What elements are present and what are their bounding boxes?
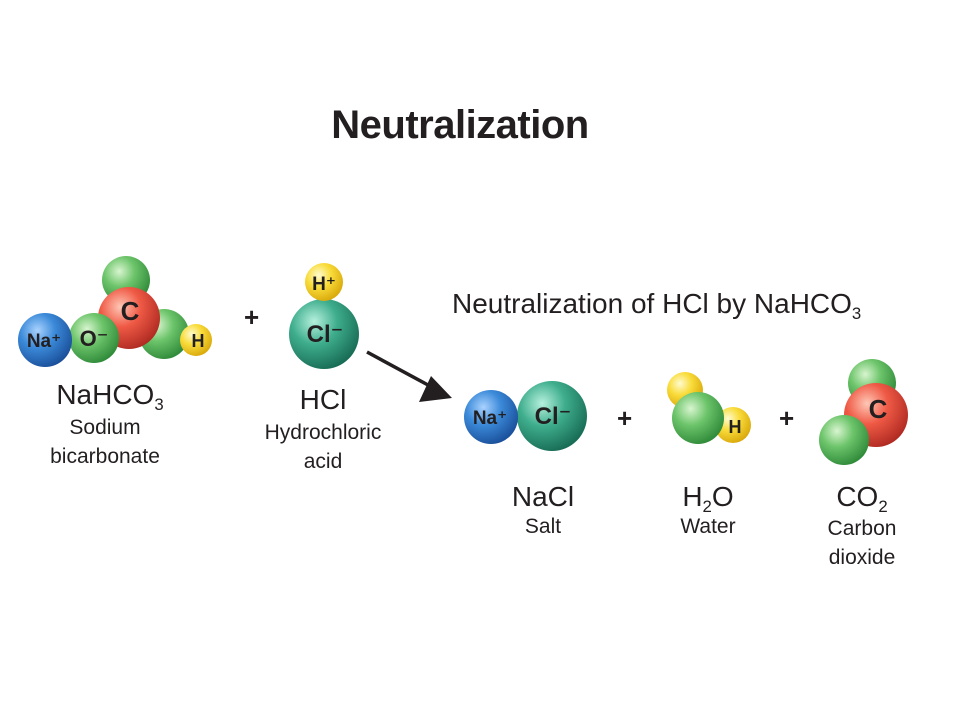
hydrochloric-acid-molecule: H⁺ Cl⁻ bbox=[289, 263, 359, 369]
formula-main: NaHCO bbox=[56, 379, 155, 410]
water-molecule: H bbox=[667, 372, 751, 444]
diagram-subtitle: Neutralization of HCl by NaHCO3 bbox=[452, 288, 862, 323]
sodium-bicarbonate-formula: NaHCO3 bbox=[20, 379, 200, 413]
hydrogen-ion-atom bbox=[305, 263, 343, 301]
diagram-title: Neutralization bbox=[331, 103, 589, 147]
formula-subscript: 3 bbox=[154, 394, 164, 414]
water-formula: H2O bbox=[618, 481, 798, 515]
plus-sign-reactants: + bbox=[244, 302, 260, 332]
hydrogen-atom-right bbox=[715, 407, 751, 443]
oxygen-ion-atom bbox=[69, 313, 119, 363]
name-line-1: Sodium bbox=[69, 416, 141, 439]
carbon-dioxide-name: Carbon dioxide bbox=[762, 514, 960, 572]
salt-formula: NaCl bbox=[511, 481, 575, 512]
chlorine-ion-atom bbox=[289, 299, 359, 369]
formula-main: CO bbox=[836, 481, 879, 512]
sodium-ion-atom bbox=[18, 313, 72, 367]
hydrogen-atom bbox=[180, 324, 212, 356]
hydrochloric-acid-formula: HCl bbox=[299, 384, 347, 415]
subtitle-subscript: 3 bbox=[851, 303, 862, 323]
plus-sign-salt-water: + bbox=[617, 403, 633, 433]
sodium-bicarbonate-name: Sodium bicarbonate bbox=[0, 413, 210, 471]
name-line-2: bicarbonate bbox=[50, 445, 160, 468]
sodium-bicarbonate-molecule: H C O⁻ Na⁺ bbox=[18, 256, 212, 367]
reaction-arrow bbox=[366, 350, 452, 402]
formula-subscript: 2 bbox=[878, 496, 888, 516]
salt-molecule: Na⁺ Cl⁻ bbox=[464, 381, 587, 451]
sodium-ion-label: Na⁺ bbox=[473, 408, 507, 429]
sodium-ion-label: Na⁺ bbox=[27, 331, 61, 352]
hydrogen-atom-label: H bbox=[729, 417, 742, 437]
hydrogen-ion-label: H⁺ bbox=[312, 274, 336, 295]
formula-o: O bbox=[711, 481, 734, 512]
name-line-2: acid bbox=[303, 450, 343, 473]
name-line-1: Hydrochloric bbox=[264, 421, 382, 444]
water-name: Water bbox=[680, 515, 736, 538]
formula-subscript: 2 bbox=[702, 496, 712, 516]
plus-sign-water-co2: + bbox=[779, 403, 795, 433]
carbon-atom-label: C bbox=[869, 394, 888, 424]
hydrochloric-acid-name: Hydrochloric acid bbox=[218, 418, 428, 476]
subtitle-main: Neutralization of HCl by NaHCO bbox=[452, 288, 852, 319]
carbon-dioxide-molecule: C bbox=[819, 359, 908, 465]
carbon-dioxide-formula: CO2 bbox=[772, 481, 952, 515]
hydrogen-atom-label: H bbox=[192, 331, 205, 351]
sodium-ion-atom bbox=[464, 390, 518, 444]
chlorine-ion-label: Cl⁻ bbox=[307, 321, 344, 348]
formula-h: H bbox=[682, 481, 703, 512]
name-line-1: Carbon bbox=[827, 517, 897, 540]
carbon-atom-label: C bbox=[121, 296, 140, 326]
oxygen-atom bbox=[672, 392, 724, 444]
name-line-2: dioxide bbox=[828, 546, 896, 569]
oxygen-atom-bottom bbox=[819, 415, 869, 465]
salt-name: Salt bbox=[524, 515, 562, 538]
chlorine-ion-atom bbox=[517, 381, 587, 451]
chlorine-ion-label: Cl⁻ bbox=[535, 403, 572, 430]
oxygen-ion-label: O⁻ bbox=[80, 326, 109, 351]
